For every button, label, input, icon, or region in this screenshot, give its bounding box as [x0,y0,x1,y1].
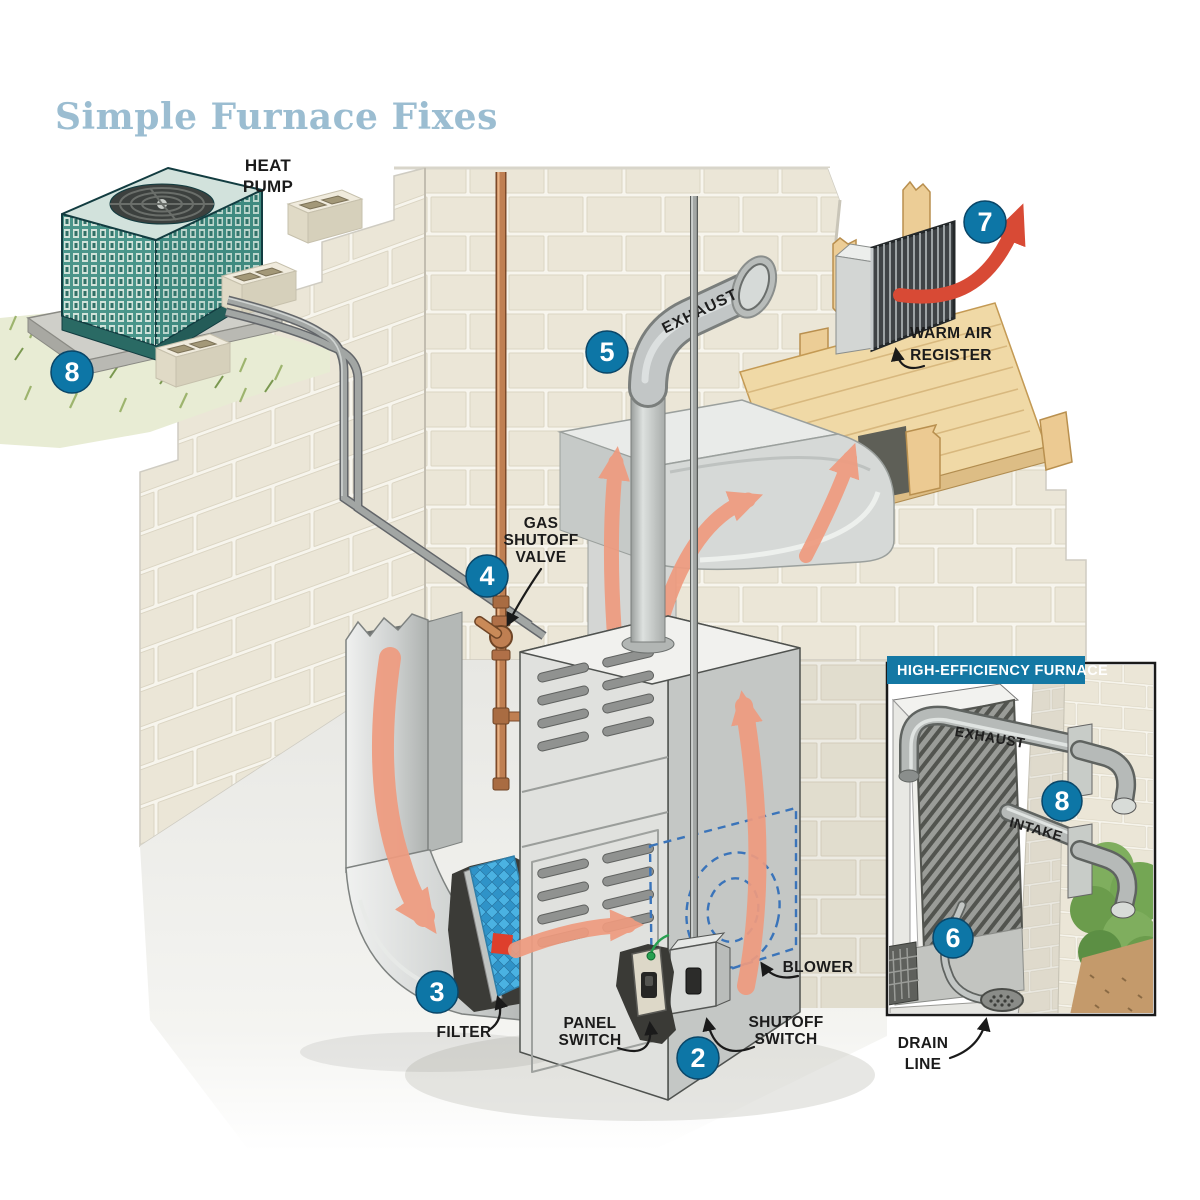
panel-switch [616,933,676,1044]
callout-2-shutoff-switch: 2 [676,1036,720,1080]
callout-4-number: 4 [479,561,494,591]
floor-drain [980,988,1024,1012]
register-leader [890,347,926,370]
inset-title: HIGH-EFFICIENCY FURNACE [897,663,1108,679]
return-duct-side [427,611,463,853]
joist-cut [905,423,941,496]
heat-pump-scene [0,167,547,640]
duct-highlight [699,491,881,563]
airflow-arrow-into-trunk [656,491,764,620]
airflow-arrow-up-plenum [598,446,630,636]
heat-pump-unit [61,167,263,361]
high-efficiency-furnace-inset: EXHAUST INTAKE HIGH-EFFICIENCY FURNACE [885,656,1157,1017]
callout-3-number: 3 [429,977,444,1007]
return-air-arrow [371,647,437,935]
drain-line-leader [948,1017,991,1060]
blower-leader [760,961,800,979]
drain-holes [989,994,1014,1007]
panel-switch-label-line2: SWITCH [559,1032,622,1049]
panel-toggle-face [645,976,653,986]
callout-3-filter: 3 [415,970,459,1014]
heat-pump-label-line1: HEAT [245,156,292,175]
labels-layer: HEAT PUMP GAS SHUTOFF VALVE WARM AIR REG… [243,156,992,1073]
shutoff-switch-leader [702,1017,756,1052]
inset-wall-shade [1018,665,1065,1013]
wall-thimble-inner [737,263,771,311]
blower-wheel-dashed [685,851,781,969]
callout-8-number: 8 [64,357,79,387]
callout-4-gas-shutoff-valve: 4 [465,554,509,598]
inset-wall-inner-face [1017,665,1066,1013]
airflow-filter-to-blower [508,909,644,958]
callout-8-high-efficiency-pipes: 8 [1041,780,1083,822]
filter-leader [487,995,509,1032]
register-slats [877,223,951,348]
pipe-end-fitting [492,777,510,791]
shutoff-switch-label-line2: SWITCH [755,1031,818,1048]
flue-elbow-highlight [641,290,748,384]
pipe-coupling [492,595,510,609]
inset-title-banner [887,656,1085,684]
switch-wire [649,933,670,954]
gas-valve-leader [506,567,543,627]
drain-line-label-line2: LINE [905,1056,942,1073]
exhaust-outlet [1111,797,1137,815]
shutoff-switch-label-line1: SHUTOFF [748,1014,823,1031]
shutoff-switch [668,932,731,1015]
stepped-wall-blocks [154,189,364,388]
panel-seams [521,756,669,848]
panel-switch-leader [616,1021,659,1053]
warm-air-register-assembly [834,203,1026,355]
gas-shutoff-valve [474,615,513,661]
bottom-grille-lines [889,947,920,1002]
exhaust-flue: EXHAUST [621,255,778,654]
shutoff-toggle [685,967,702,995]
gas-valve-label-line2: SHUTOFF [503,532,578,549]
refrigerant-lines [224,295,547,640]
airflow-up-furnace [731,690,767,995]
indicator-light [646,951,656,961]
electrical-conduit [690,196,698,948]
callout-7-number: 7 [977,207,992,237]
callout-7-warm-air-register: 7 [963,200,1007,244]
outdoor-dirt [1070,938,1153,1013]
hp-grille-right [156,190,262,346]
drain-line-label-line1: DRAIN [898,1035,949,1052]
register-label-line1: WARM AIR [910,325,992,342]
register-label-line2: REGISTER [910,347,992,364]
duct-floor-shadow [300,1032,560,1072]
callouts-layer: 2 3 4 5 6 7 8 8 [50,200,1083,1080]
filter-label: FILTER [437,1024,492,1041]
inset-scene: EXHAUST INTAKE [889,665,1153,1013]
callout-8-heat-pump: 8 [50,350,94,394]
callout-8b-number: 8 [1054,786,1069,816]
outdoor-terminations [1067,723,1138,919]
intake-inlet [1110,901,1136,919]
callout-6-drain-line: 6 [932,917,974,959]
inset-pipes [898,705,1088,849]
heat-pump-label-line2: PUMP [243,177,293,196]
gas-line [474,172,552,791]
blower-label: BLOWER [783,959,854,976]
panel-switch-label-line1: PANEL [564,1015,617,1032]
page-title: Simple Furnace Fixes [55,96,498,138]
callout-2-number: 2 [690,1043,705,1073]
valve-handle [474,615,503,639]
airflow-arrow-tail [491,933,513,955]
warm-air-out-arrow [893,203,1026,304]
callout-5-exhaust: 5 [585,330,629,374]
callout-6-number: 6 [945,923,960,953]
airflow-arrow-to-register [799,442,860,563]
callout-5-number: 5 [599,337,614,367]
flue-pipe [630,379,666,643]
joist-right [1039,411,1073,471]
gas-valve-label-line3: VALVE [516,549,567,566]
register-boot [835,255,875,355]
gas-valve-label-line1: GAS [524,515,559,532]
dirt-speckle [1089,974,1143,1012]
hp-grille-left [62,214,156,346]
